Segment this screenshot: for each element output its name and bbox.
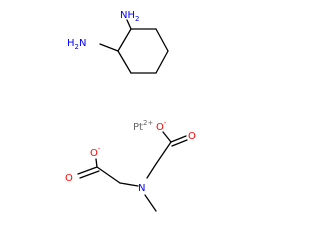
amine-label-left: H2N xyxy=(67,38,86,51)
c-o-double-bond xyxy=(77,166,98,175)
c-o-double-bond xyxy=(170,135,187,143)
ch2-c-bond-left xyxy=(96,166,121,184)
amine-left-count: 2 xyxy=(75,43,79,51)
amine-label-top: NH2 xyxy=(120,10,139,23)
c-n-bond-top xyxy=(126,19,132,30)
platinum-charge: 2+ xyxy=(143,119,153,127)
svg-text:Pt2+: Pt2+ xyxy=(133,119,153,133)
molecule-canvas: NH2 H2N Pt2+ O- O N xyxy=(65,10,196,212)
carbonyl-right xyxy=(170,135,188,147)
amine-top-element: N xyxy=(120,10,127,21)
ring-bond xyxy=(155,28,169,52)
svg-text:NH2: NH2 xyxy=(120,10,139,23)
ring-bond xyxy=(117,50,132,74)
svg-text:O-: O- xyxy=(90,145,101,159)
structure-drawing: NH2 H2N Pt2+ O- O N xyxy=(65,10,196,212)
amine-top-count: 2 xyxy=(135,15,139,23)
c-o-double-bond xyxy=(79,170,100,179)
oxygen-label-left: O- xyxy=(90,145,101,159)
oxygen-carbonyl-left: O xyxy=(65,173,73,184)
platinum-label: Pt2+ xyxy=(133,119,153,133)
o-c-bond-upper xyxy=(162,131,172,143)
c-n-bond-left xyxy=(99,43,119,52)
amine-left-element: N xyxy=(79,38,86,49)
platinum-symbol: Pt xyxy=(133,122,143,133)
nitrogen-label: N xyxy=(138,183,145,194)
svg-text:H2N: H2N xyxy=(67,38,86,51)
n-ch2-bond-left xyxy=(119,182,139,187)
carbonyl-left xyxy=(77,166,100,179)
oxygen-left-charge: - xyxy=(98,145,101,153)
oxygen-carbonyl-right: O xyxy=(188,131,196,142)
ring-bond xyxy=(155,50,169,74)
n-methyl-bond xyxy=(144,194,157,212)
c-o-bond-left xyxy=(95,158,98,168)
ring-bond xyxy=(117,28,132,52)
c-o-double-bond xyxy=(171,139,188,147)
oxygen-label-upper: O- xyxy=(156,119,167,133)
oxygen-upper-element: O xyxy=(156,122,164,133)
oxygen-left-element: O xyxy=(90,148,98,159)
oxygen-upper-charge: - xyxy=(164,119,167,127)
amine-top-hydrogen: H xyxy=(127,10,135,21)
cyclohexane-ring xyxy=(117,28,169,74)
ch2-n-bond-right xyxy=(146,163,157,179)
c-ch2-bond-right xyxy=(155,141,172,165)
amine-left-hydrogen: H xyxy=(67,38,75,49)
svg-text:O-: O- xyxy=(156,119,167,133)
